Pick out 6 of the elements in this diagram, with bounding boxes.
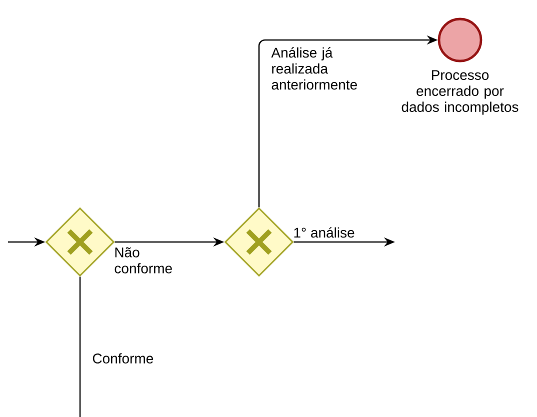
- edge-label: Não conforme: [114, 247, 172, 274]
- edge-label: 1° análise: [294, 227, 354, 238]
- node-caption: Processo encerrado por dados incompletos: [402, 70, 518, 115]
- edge-label: Análise já realizada anteriormente: [271, 47, 357, 90]
- end-event-circle: [438, 18, 482, 62]
- edge-label: Conforme: [92, 353, 154, 364]
